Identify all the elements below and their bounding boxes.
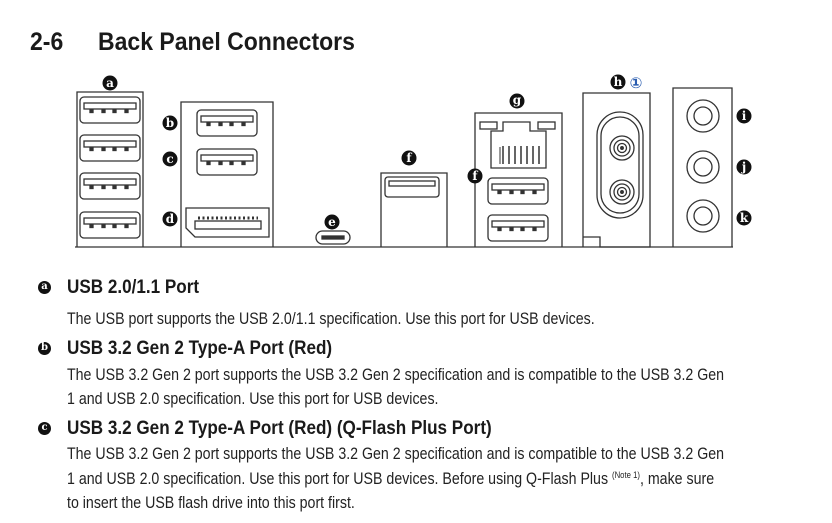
page-title: Back Panel Connectors: [98, 28, 355, 56]
antenna-group: [582, 92, 651, 248]
section-number: 2-6: [30, 28, 64, 56]
heading-usb3-qflash: USB 3.2 Gen 2 Type-A Port (Red) (Q-Flash…: [67, 418, 492, 439]
desc-usb3-red-line2: 1 and USB 2.0 specification. Use this po…: [67, 390, 439, 408]
usb2-port-group: [76, 91, 144, 247]
usb-flash-port-group: [380, 172, 448, 247]
bullet-c: c: [38, 422, 51, 435]
desc-usb3-qflash-line1: The USB 3.2 Gen 2 port supports the USB …: [67, 445, 725, 463]
desc-usb3-qflash-line3: to insert the USB flash drive into this …: [67, 494, 355, 512]
label-h: h: [614, 75, 623, 89]
desc-usb2-line1: The USB port supports the USB 2.0/1.1 sp…: [67, 310, 595, 328]
usb3-displayport-group: [180, 101, 274, 247]
text: 1 and USB 2.0 specification. Use this po…: [67, 470, 609, 488]
back-panel-diagram: a b c d e f g h i j k f ①: [75, 74, 752, 248]
label-e: e: [328, 215, 336, 229]
label-b: b: [166, 116, 174, 130]
note-marker-link[interactable]: ①: [630, 74, 643, 92]
note-reference[interactable]: (Note 1): [612, 470, 640, 480]
label-i: i: [742, 109, 747, 123]
bullet-a: a: [38, 281, 51, 294]
heading-usb2: USB 2.0/1.1 Port: [67, 277, 200, 298]
label-f: f: [406, 151, 412, 165]
desc-usb3-red-line1: The USB 3.2 Gen 2 port supports the USB …: [67, 366, 725, 384]
label-d: d: [166, 212, 175, 226]
label-k: k: [740, 211, 749, 225]
audio-jack-group: [672, 87, 733, 247]
label-f-lan: f: [472, 169, 478, 183]
label-c: c: [166, 152, 173, 166]
text: , make sure: [639, 470, 715, 488]
heading-usb3-red: USB 3.2 Gen 2 Type-A Port (Red): [67, 338, 333, 359]
label-j: j: [741, 160, 746, 174]
lan-usb-group: [474, 112, 563, 247]
bullet-b: b: [38, 342, 51, 355]
usb-c-port: [315, 230, 351, 245]
desc-usb3-qflash-line2: 1 and USB 2.0 specification. Use this po…: [67, 470, 714, 489]
label-g: g: [513, 93, 522, 107]
label-a: a: [106, 76, 114, 90]
